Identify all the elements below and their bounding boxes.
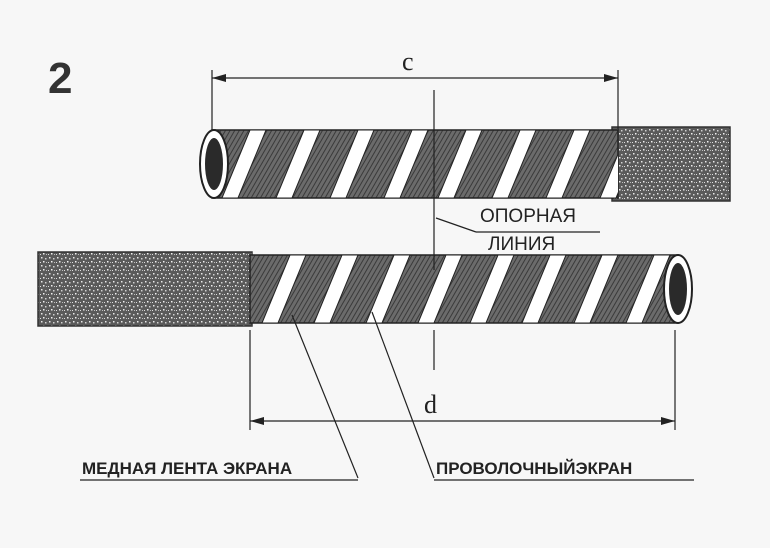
dimension-c: c xyxy=(211,47,619,130)
reference-line-label-1: ОПОРНАЯ xyxy=(480,206,576,227)
figure-number: 2 xyxy=(48,54,72,103)
top-cable-conductor xyxy=(205,138,223,190)
copper-tape-stripe xyxy=(625,254,671,324)
copper-tape-stripe xyxy=(221,130,267,198)
copper-tape-stripe xyxy=(573,254,619,324)
copper-tape-stripe xyxy=(469,254,515,324)
copper-tape-stripe xyxy=(383,130,429,198)
bottom-copper-tape-stripes xyxy=(261,254,678,324)
copper-tape-stripe xyxy=(313,254,359,324)
bottom-cable-conductor xyxy=(669,263,687,315)
top-cable xyxy=(199,126,731,202)
copper-tape-stripe xyxy=(545,130,591,198)
copper-tape-stripe xyxy=(275,130,321,198)
top-copper-tape-stripes xyxy=(221,130,618,198)
copper-tape-stripe xyxy=(599,152,618,198)
dimension-d-label: d xyxy=(424,390,437,419)
copper-tape-callout: МЕДНАЯ ЛЕНТА ЭКРАНА xyxy=(80,314,359,481)
bottom-cable xyxy=(37,251,693,327)
copper-tape-stripe xyxy=(491,130,537,198)
dimension-c-label: c xyxy=(402,47,414,76)
copper-tape-label: МЕДНАЯ ЛЕНТА ЭКРАНА xyxy=(82,459,292,478)
copper-tape-stripe xyxy=(437,130,483,198)
dimension-d: d xyxy=(249,330,676,430)
copper-tape-stripe xyxy=(261,254,307,324)
copper-tape-stripe xyxy=(521,254,567,324)
reference-line: ОПОРНАЯ ЛИНИЯ xyxy=(433,90,600,370)
copper-tape-stripe xyxy=(417,254,463,324)
top-cable-jacket xyxy=(611,126,731,202)
reference-line-label-2: ЛИНИЯ xyxy=(488,234,555,255)
bottom-cable-jacket xyxy=(37,251,253,327)
wire-screen-callout: ПРОВОЛОЧНЫЙЭКРАН xyxy=(371,311,694,481)
copper-tape-stripe xyxy=(329,130,375,198)
wire-screen-label: ПРОВОЛОЧНЫЙЭКРАН xyxy=(436,459,632,478)
